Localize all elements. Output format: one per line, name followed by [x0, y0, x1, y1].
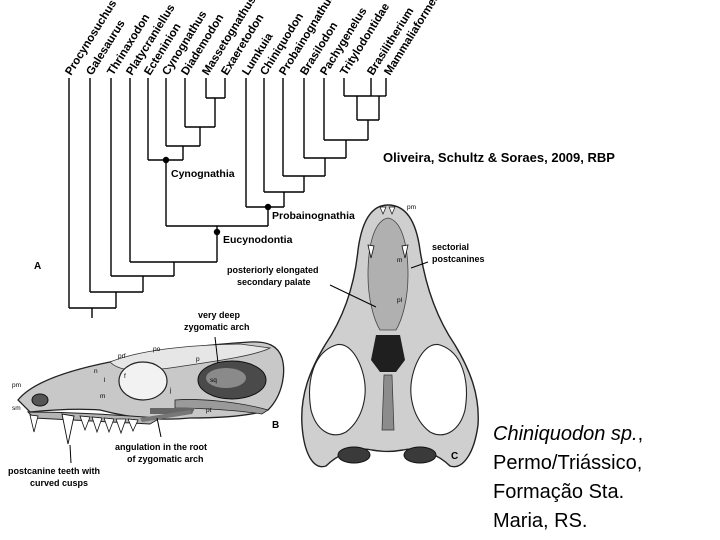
annotation-palate-1: posteriorly elongated [227, 265, 319, 275]
clade-label-cynognathia: Cynognathia [171, 168, 235, 180]
annotation-angulation-2: of zygomatic arch [127, 454, 204, 464]
caption-species: Chiniquodon sp. [493, 423, 638, 445]
bone-label: m [397, 257, 402, 264]
bone-label: n [94, 368, 98, 375]
skull-lateral-drawing [17, 341, 285, 445]
bone-label: sm [12, 405, 21, 412]
panel-label-b: B [272, 420, 279, 431]
caption-formation: Formação Sta. [493, 481, 625, 503]
panel-label-c: C [451, 451, 458, 462]
citation-text: Oliveira, Schultz & Soraes, 2009, RBP [383, 150, 615, 165]
caption-comma: , [637, 423, 644, 445]
bone-label: po [153, 346, 161, 353]
bone-label: pt [206, 407, 212, 414]
annotation-deep-zygomatic-1: very deep [198, 310, 241, 320]
bone-label: p [196, 356, 200, 363]
caption-location: Maria, RS. [493, 510, 588, 532]
annotation-sectorial-2: postcanines [432, 254, 485, 264]
bone-label: sq [210, 377, 217, 384]
node-cynognathia [162, 156, 170, 164]
clade-label-probainognathia: Probainognathia [272, 210, 355, 222]
annotation-sectorial-1: sectorial [432, 242, 469, 252]
node-probainognathia [264, 203, 272, 211]
bone-label: pl [397, 297, 403, 304]
bone-label: j [169, 387, 171, 394]
skull-ventral-drawing [301, 204, 479, 468]
annotation-angulation-1: angulation in the root [115, 442, 207, 452]
caption-period: Permo/Triássico, [493, 452, 643, 474]
bone-label: pm [407, 204, 416, 211]
cladogram [68, 78, 387, 318]
bone-label: pm [12, 382, 21, 389]
annotation-palate-2: secondary palate [237, 277, 311, 287]
node-eucynodontia [213, 228, 221, 236]
annotation-postcanine-1: postcanine teeth with [8, 466, 100, 476]
annotation-postcanine-2: curved cusps [30, 478, 88, 488]
clade-label-eucynodontia: Eucynodontia [223, 234, 293, 246]
bone-label: f [124, 373, 126, 380]
bone-label: prf [118, 353, 126, 360]
specimen-caption: Chiniquodon sp., Permo/Triássico, Formaç… [493, 420, 643, 536]
bone-label: l [104, 377, 106, 384]
annotation-deep-zygomatic-2: zygomatic arch [184, 322, 250, 332]
bone-label: m [100, 393, 105, 400]
panel-label-a: A [34, 261, 41, 272]
